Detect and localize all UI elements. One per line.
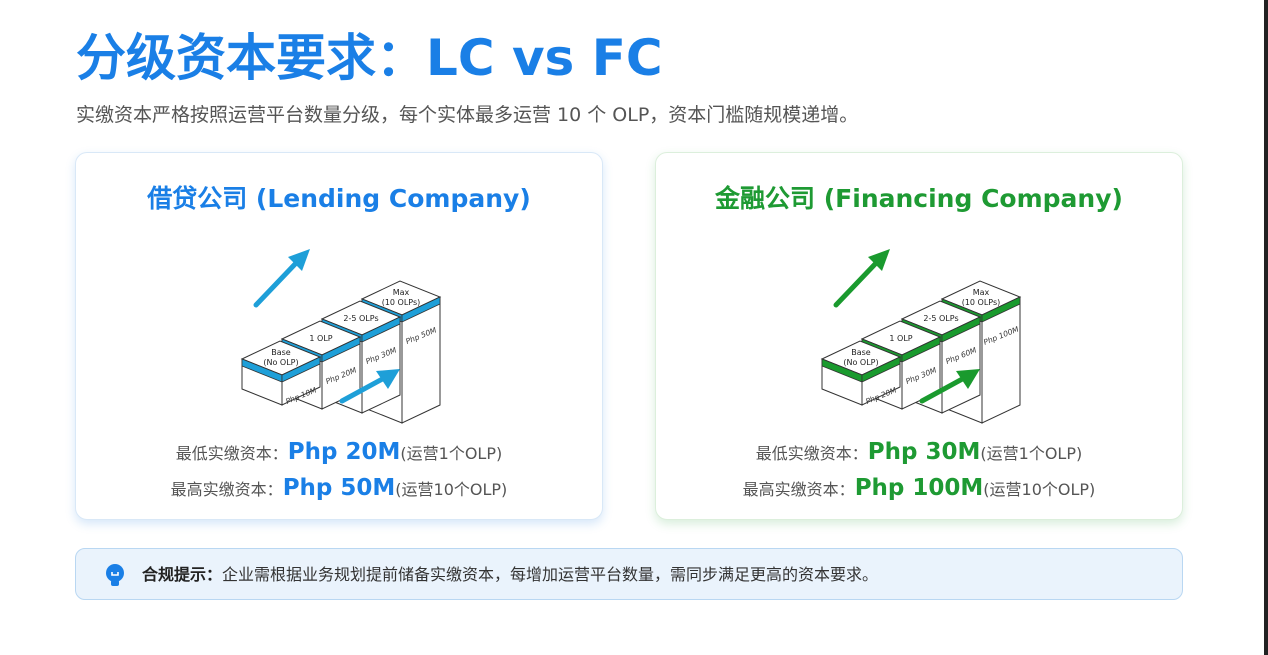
arrow-shaft [919, 374, 969, 404]
notice-text: 合规提示：企业需根据业务规划提前储备实缴资本，每增加运营平台数量，需同步满足更高… [142, 563, 878, 587]
step-label: 1 OLP [309, 334, 332, 343]
step-label: Max [393, 288, 410, 297]
step-stripe-side [861, 356, 901, 383]
step-sublabel: (10 OLPs) [382, 298, 421, 307]
page-subtitle: 实缴资本严格按照运营平台数量分级，每个实体最多运营 10 个 OLP，资本门槛随… [76, 104, 859, 126]
step-label: Max [973, 288, 990, 297]
min-capital-label: 最低实缴资本： [755, 444, 868, 463]
financing-company-card: 金融公司 (Financing Company) Max(10 OLPs)Php… [655, 152, 1183, 520]
min-capital-amount: Php 20M [287, 439, 401, 465]
lending-min-capital: 最低实缴资本：Php 20M(运营1个OLP) [76, 439, 602, 465]
arrow-head [868, 249, 890, 271]
step-sublabel: (10 OLPs) [962, 298, 1001, 307]
step-label: 2-5 OLPs [343, 314, 378, 323]
financing-min-capital: 最低实缴资本：Php 30M(运营1个OLP) [656, 439, 1182, 465]
step-label: Base [851, 348, 871, 357]
up-arrow-icon [339, 369, 400, 404]
max-capital-note: (运营10个OLP) [983, 480, 1096, 499]
max-capital-label: 最高实缴资本： [170, 480, 283, 499]
window-edge [1264, 0, 1268, 655]
step-stripe-side [981, 296, 1021, 323]
step-stripe-side [401, 296, 441, 323]
compliance-notice: 合规提示：企业需根据业务规划提前储备实缴资本，每增加运营平台数量，需同步满足更高… [75, 548, 1183, 600]
step-stripe-side [941, 316, 981, 343]
arrow-shaft [253, 258, 301, 308]
step-stripe-side [901, 336, 941, 363]
max-capital-amount: Php 100M [854, 475, 984, 501]
step-label: 2-5 OLPs [923, 314, 958, 323]
arrow-head [288, 249, 310, 271]
max-capital-amount: Php 50M [282, 475, 396, 501]
min-capital-note: (运营1个OLP) [980, 444, 1083, 463]
arrow-shaft [339, 374, 389, 404]
step-stripe-side [321, 336, 361, 363]
step-sublabel: (No OLP) [263, 358, 298, 367]
stair-step: Base(No OLP)Php 20M [820, 340, 902, 406]
notice-body: 企业需根据业务规划提前储备实缴资本，每增加运营平台数量，需同步满足更高的资本要求… [222, 565, 879, 584]
lightbulb-icon [106, 564, 124, 586]
arrow-head [956, 369, 980, 389]
arrow-head [376, 369, 400, 389]
max-capital-label: 最高实缴资本： [742, 480, 855, 499]
lending-company-card: 借贷公司 (Lending Company) Max(10 OLPs)Php 5… [75, 152, 603, 520]
up-arrow-icon [919, 369, 980, 404]
financing-card-title: 金融公司 (Financing Company) [715, 184, 1123, 213]
stair-step: Base(No OLP)Php 10M [240, 340, 322, 406]
step-stripe-side [281, 356, 321, 383]
financing-max-capital: 最高实缴资本：Php 100M(运营10个OLP) [656, 475, 1182, 501]
lending-card-title: 借贷公司 (Lending Company) [147, 184, 531, 213]
notice-label: 合规提示： [142, 565, 223, 584]
step-sublabel: (No OLP) [843, 358, 878, 367]
page-title: 分级资本要求：LC vs FC [76, 29, 663, 87]
max-capital-note: (运营10个OLP) [395, 480, 508, 499]
step-label: Base [271, 348, 291, 357]
step-stripe-side [361, 316, 401, 343]
min-capital-note: (运营1个OLP) [400, 444, 503, 463]
lending-max-capital: 最高实缴资本：Php 50M(运营10个OLP) [76, 475, 602, 501]
step-label: 1 OLP [889, 334, 912, 343]
min-capital-label: 最低实缴资本： [175, 444, 288, 463]
up-arrow-icon [833, 249, 890, 308]
up-arrow-icon [253, 249, 310, 308]
arrow-shaft [833, 258, 881, 308]
min-capital-amount: Php 30M [867, 439, 981, 465]
